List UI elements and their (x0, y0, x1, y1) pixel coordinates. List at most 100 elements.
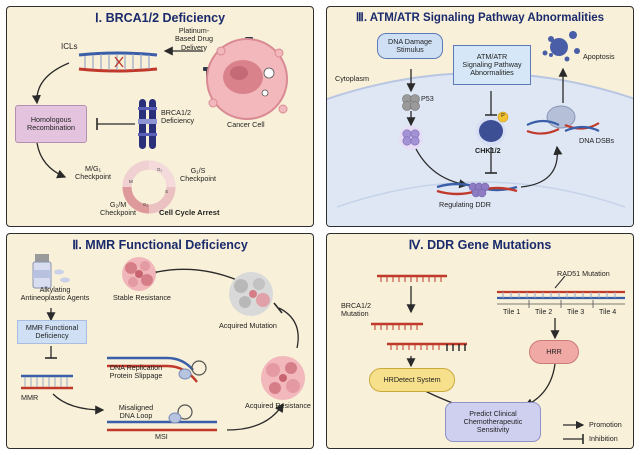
ring-label-g2: G₂ (143, 202, 149, 207)
mg1-line-2: Checkpoint (75, 172, 111, 182)
chromosome-icon (138, 99, 157, 149)
dna-damage-line-1: DNA Damage (388, 36, 432, 46)
hr-line-1: Homologous (30, 114, 72, 124)
rad51-mutation-label: RAD51 Mutation (557, 269, 610, 278)
mmr-func-line-2: Deficiency (35, 331, 69, 340)
tile-3-label: Tile 3 (567, 307, 585, 316)
icl-dna-strand (78, 51, 158, 73)
dna-replication-slippage-label: DNA Replication Protein Slippage (101, 363, 171, 381)
icls-label: ICLs (61, 42, 78, 51)
drug-vial-icon (32, 254, 70, 289)
hr-line-2: Recombination (27, 123, 75, 132)
chk-protein-icon (476, 111, 509, 146)
brca-mut-line-1: BRCA1/2 (341, 301, 371, 310)
g2m-line-2: Checkpoint (100, 208, 136, 218)
p53-label: P53 (421, 94, 434, 103)
tile-4-label: Tile 4 (599, 307, 617, 316)
platinum-line-1: Platinum- (178, 26, 210, 35)
panel-ddr-mutations: Ⅳ. DDR Gene Mutations (326, 233, 634, 449)
mmr-label: MMR (21, 393, 39, 402)
dna-damage-line-2: Stimulus (396, 45, 424, 54)
predict-line-3: Sensitivity (476, 425, 510, 435)
apoptosis-icon (542, 31, 580, 62)
panel-atm-graphics (327, 31, 633, 226)
alkylating-line-1: Alkylating (39, 285, 71, 294)
misaligned-line-1: Misaligned (118, 403, 154, 412)
alkylating-agents-label: Alkylating Antineoplastic Agents (13, 285, 97, 303)
g2m-line-1: G₂/M (109, 200, 127, 209)
platinum-line-2: Based Drug (175, 34, 213, 44)
p53-complex-icon (399, 126, 423, 150)
brca-mutation-label: BRCA1/2 Mutation (341, 301, 371, 319)
platinum-line-3: Delivery (181, 42, 207, 52)
mg1-checkpoint-label: M/G₁ Checkpoint (63, 164, 123, 182)
mmr-dna-strand (21, 374, 73, 390)
predict-sensitivity-box: Predict Clinical Chemotherapeutic Sensit… (445, 402, 541, 442)
alkylating-line-2: Antineoplastic Agents (20, 293, 90, 303)
chk-label: CHK1/2 (475, 146, 501, 155)
platinum-drug-label: Platinum- Based Drug Delivery (163, 26, 225, 52)
hrdetect-system-box: HRDetect System (369, 368, 455, 392)
phospho-badge: P (501, 113, 505, 119)
msi-label: MSI (155, 432, 168, 441)
brca-def-line-2: Deficiency (161, 116, 195, 126)
cell-cycle-arrest-label: Cell Cycle Arrest (159, 208, 220, 217)
cell-cycle-ring: G₁ S G₂ M (122, 160, 176, 214)
stable-resistance-label: Stable Resistance (113, 293, 171, 302)
g1s-checkpoint-label: G₁/S Checkpoint (173, 166, 223, 184)
brca-mut-line-2: Mutation (341, 309, 369, 319)
slippage-dna-strand (107, 356, 217, 432)
mg1-line-1: M/G₁ (85, 164, 101, 173)
rad51-tile-dna (497, 290, 625, 308)
acquired-mutation-label: Acquired Mutation (219, 321, 277, 330)
g1s-line-2: Checkpoint (180, 174, 216, 184)
predict-line-2: Chemotherapeutic (463, 416, 523, 426)
dna-dsbs-label: DNA DSBs (579, 136, 615, 145)
tile-2-label: Tile 2 (535, 307, 553, 316)
cancer-cell-icon (206, 38, 288, 120)
regulating-ddr-label: Regulating DDR (439, 200, 491, 209)
p53-protein-icon (402, 94, 420, 111)
legend (563, 420, 585, 444)
dna-rep-line-1: DNA Replication (109, 363, 163, 372)
tile-1-label: Tile 1 (503, 307, 521, 316)
cancer-cell-label: Cancer Cell (227, 120, 265, 129)
g1s-line-1: G₁/S (190, 166, 206, 175)
panel-brca-graphics: G₁ S G₂ M (31, 37, 288, 214)
dna-rep-line-2: Protein Slippage (109, 371, 163, 381)
ring-label-s: S (165, 189, 168, 194)
ring-label-m: M (129, 179, 133, 184)
brca-deficiency-label: BRCA1/2 Deficiency (161, 108, 195, 126)
panel-brca-deficiency: Ⅰ. BRCA1/2 Deficiency (6, 6, 314, 227)
atm-atr-abnormalities-box: ATM/ATR Signaling Pathway Abnormalities (453, 45, 531, 85)
brca-dna-strands (371, 274, 467, 351)
brca-def-line-1: BRCA1/2 (161, 108, 191, 117)
mmr-functional-deficiency-box: MMR Functional Deficiency (17, 320, 87, 344)
panel-title: Ⅱ. MMR Functional Deficiency (72, 238, 248, 252)
panel-title: Ⅰ. BRCA1/2 Deficiency (94, 11, 226, 25)
mmr-func-line-1: MMR Functional (25, 322, 79, 332)
predict-line-1: Predict Clinical (469, 408, 517, 418)
atm-line-3: Abnormalities (470, 68, 514, 78)
panel-atm-atr: Ⅲ. ATM/ATR Signaling Pathway Abnormaliti… (326, 6, 634, 227)
misaligned-line-2: DNA Loop (119, 411, 153, 421)
ddr-dna-strand (436, 182, 518, 198)
legend-inhibition-label: Inhibition (589, 434, 618, 443)
hrr-box: HRR (529, 340, 579, 364)
dna-dsbs-icon (526, 105, 600, 135)
misaligned-loop-label: Misaligned DNA Loop (111, 403, 161, 421)
g2m-checkpoint-label: G₂/M Checkpoint (93, 200, 143, 218)
cytoplasm-label: Cytoplasm (335, 74, 369, 83)
homologous-recombination-box: Homologous Recombination (15, 105, 87, 143)
panel-title: Ⅳ. DDR Gene Mutations (408, 238, 552, 252)
dna-damage-stimulus-box: DNA Damage Stimulus (377, 33, 443, 59)
acquired-resistance-label: Acquired Resistance (245, 401, 311, 410)
panel-mmr-deficiency: Ⅱ. MMR Functional Deficiency (6, 233, 314, 449)
acquired-resistance-tumor (261, 356, 305, 400)
ring-label-g1: G₁ (157, 167, 163, 172)
legend-promotion-label: Promotion (589, 420, 622, 429)
acquired-mutation-tumor (229, 272, 273, 316)
panel-title: Ⅲ. ATM/ATR Signaling Pathway Abnormaliti… (355, 12, 605, 24)
atm-line-2: Signaling Pathway (462, 59, 522, 69)
apoptosis-label: Apoptosis (583, 52, 615, 61)
